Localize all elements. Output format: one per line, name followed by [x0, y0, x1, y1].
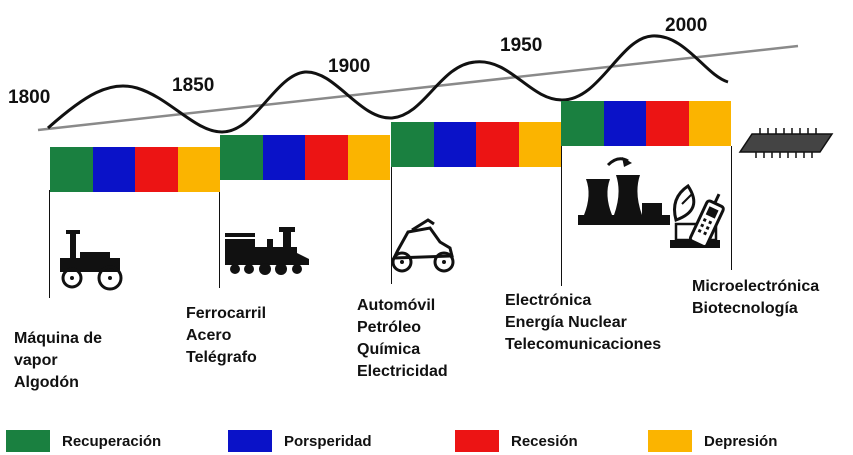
locomotive-icon [225, 227, 309, 275]
phase-recuperacion [561, 101, 604, 146]
legend-recuperacion: Recuperación [6, 430, 161, 452]
legend-label-recesion: Recesión [511, 432, 578, 450]
phase-recesion [476, 122, 519, 167]
phase-prosperidad [262, 135, 305, 180]
phase-depresion [518, 122, 561, 167]
phase-depresion [688, 101, 731, 146]
phase-depresion [347, 135, 390, 180]
wave-1-label-2: vapor [14, 352, 58, 369]
wave-5-label-1: Microelectrónica [692, 278, 820, 295]
phase-block-4 [561, 101, 731, 146]
legend-label-prosperidad: Porsperidad [284, 432, 372, 450]
trend-line [37, 44, 799, 132]
wave-curve [47, 34, 729, 134]
wave-2-label-3: Telégrafo [186, 349, 257, 366]
wave-divider-3 [391, 166, 392, 284]
wave-5-labels: Microelectrónica Biotecnología [692, 276, 819, 320]
legend-swatch-prosperidad [228, 430, 272, 452]
legend-prosperidad: Porsperidad [228, 430, 372, 452]
wave-divider-1 [49, 190, 50, 298]
legend-label-depresion: Depresión [704, 432, 778, 450]
legend-depresion: Depresión [648, 430, 777, 452]
phase-block-2 [220, 135, 390, 180]
legend-swatch-depresion [648, 430, 692, 452]
wave-2-label-1: Ferrocarril [186, 305, 267, 322]
legend-label-recuperacion: Recuperación [62, 432, 162, 450]
phase-recuperacion [220, 135, 263, 180]
phase-prosperidad [92, 147, 135, 192]
wave-4-label-1: Electrónica [505, 292, 592, 309]
microchip-icon [738, 128, 834, 158]
automobile-icon [391, 218, 455, 273]
year-label-1800: 1800 [8, 87, 51, 108]
wave-3-label-4: Electricidad [357, 363, 448, 380]
wave-3-label-1: Automóvil [357, 297, 436, 314]
phase-prosperidad [433, 122, 476, 167]
phase-depresion [177, 147, 220, 192]
phase-recuperacion [50, 147, 93, 192]
phase-recesion [646, 101, 689, 146]
wave-3-labels: Automóvil Petróleo Química Electricidad [357, 295, 448, 383]
wave-3-label-3: Química [357, 341, 421, 358]
legend-recesion: Recesión [455, 430, 578, 452]
mobile-phone-icon [688, 193, 725, 248]
phase-recuperacion [391, 122, 434, 167]
wave-4-label-3: Telecomunicaciones [505, 336, 662, 353]
year-label-1900: 1900 [328, 56, 371, 77]
phase-recesion [135, 147, 178, 192]
legend-swatch-recesion [455, 430, 499, 452]
wave-divider-2 [219, 178, 220, 288]
phase-block-1 [50, 147, 220, 192]
wave-2-labels: Ferrocarril Acero Telégrafo [186, 303, 266, 369]
year-label-2000: 2000 [665, 15, 708, 36]
legend-swatch-recuperacion [6, 430, 50, 452]
wave-2-label-2: Acero [186, 327, 232, 344]
wave-3-label-2: Petróleo [357, 319, 422, 336]
wave-divider-4 [561, 146, 562, 286]
phase-prosperidad [603, 101, 646, 146]
wave-divider-5 [731, 146, 732, 270]
steam-engine-icon [60, 230, 123, 291]
nuclear-plant-and-telecom-icon [578, 157, 670, 225]
year-label-1950: 1950 [500, 35, 543, 56]
wave-5-label-2: Biotecnología [692, 300, 798, 317]
phase-block-3 [391, 122, 561, 167]
wave-1-labels: Máquina de vapor Algodón [14, 328, 102, 394]
phase-recesion [305, 135, 348, 180]
wave-4-label-2: Energía Nuclear [505, 314, 627, 331]
wave-1-label-3: Algodón [14, 374, 79, 391]
year-label-1850: 1850 [172, 75, 215, 96]
wave-1-label-1: Máquina de [14, 330, 103, 347]
wave-4-labels: Electrónica Energía Nuclear Telecomunica… [505, 290, 661, 356]
